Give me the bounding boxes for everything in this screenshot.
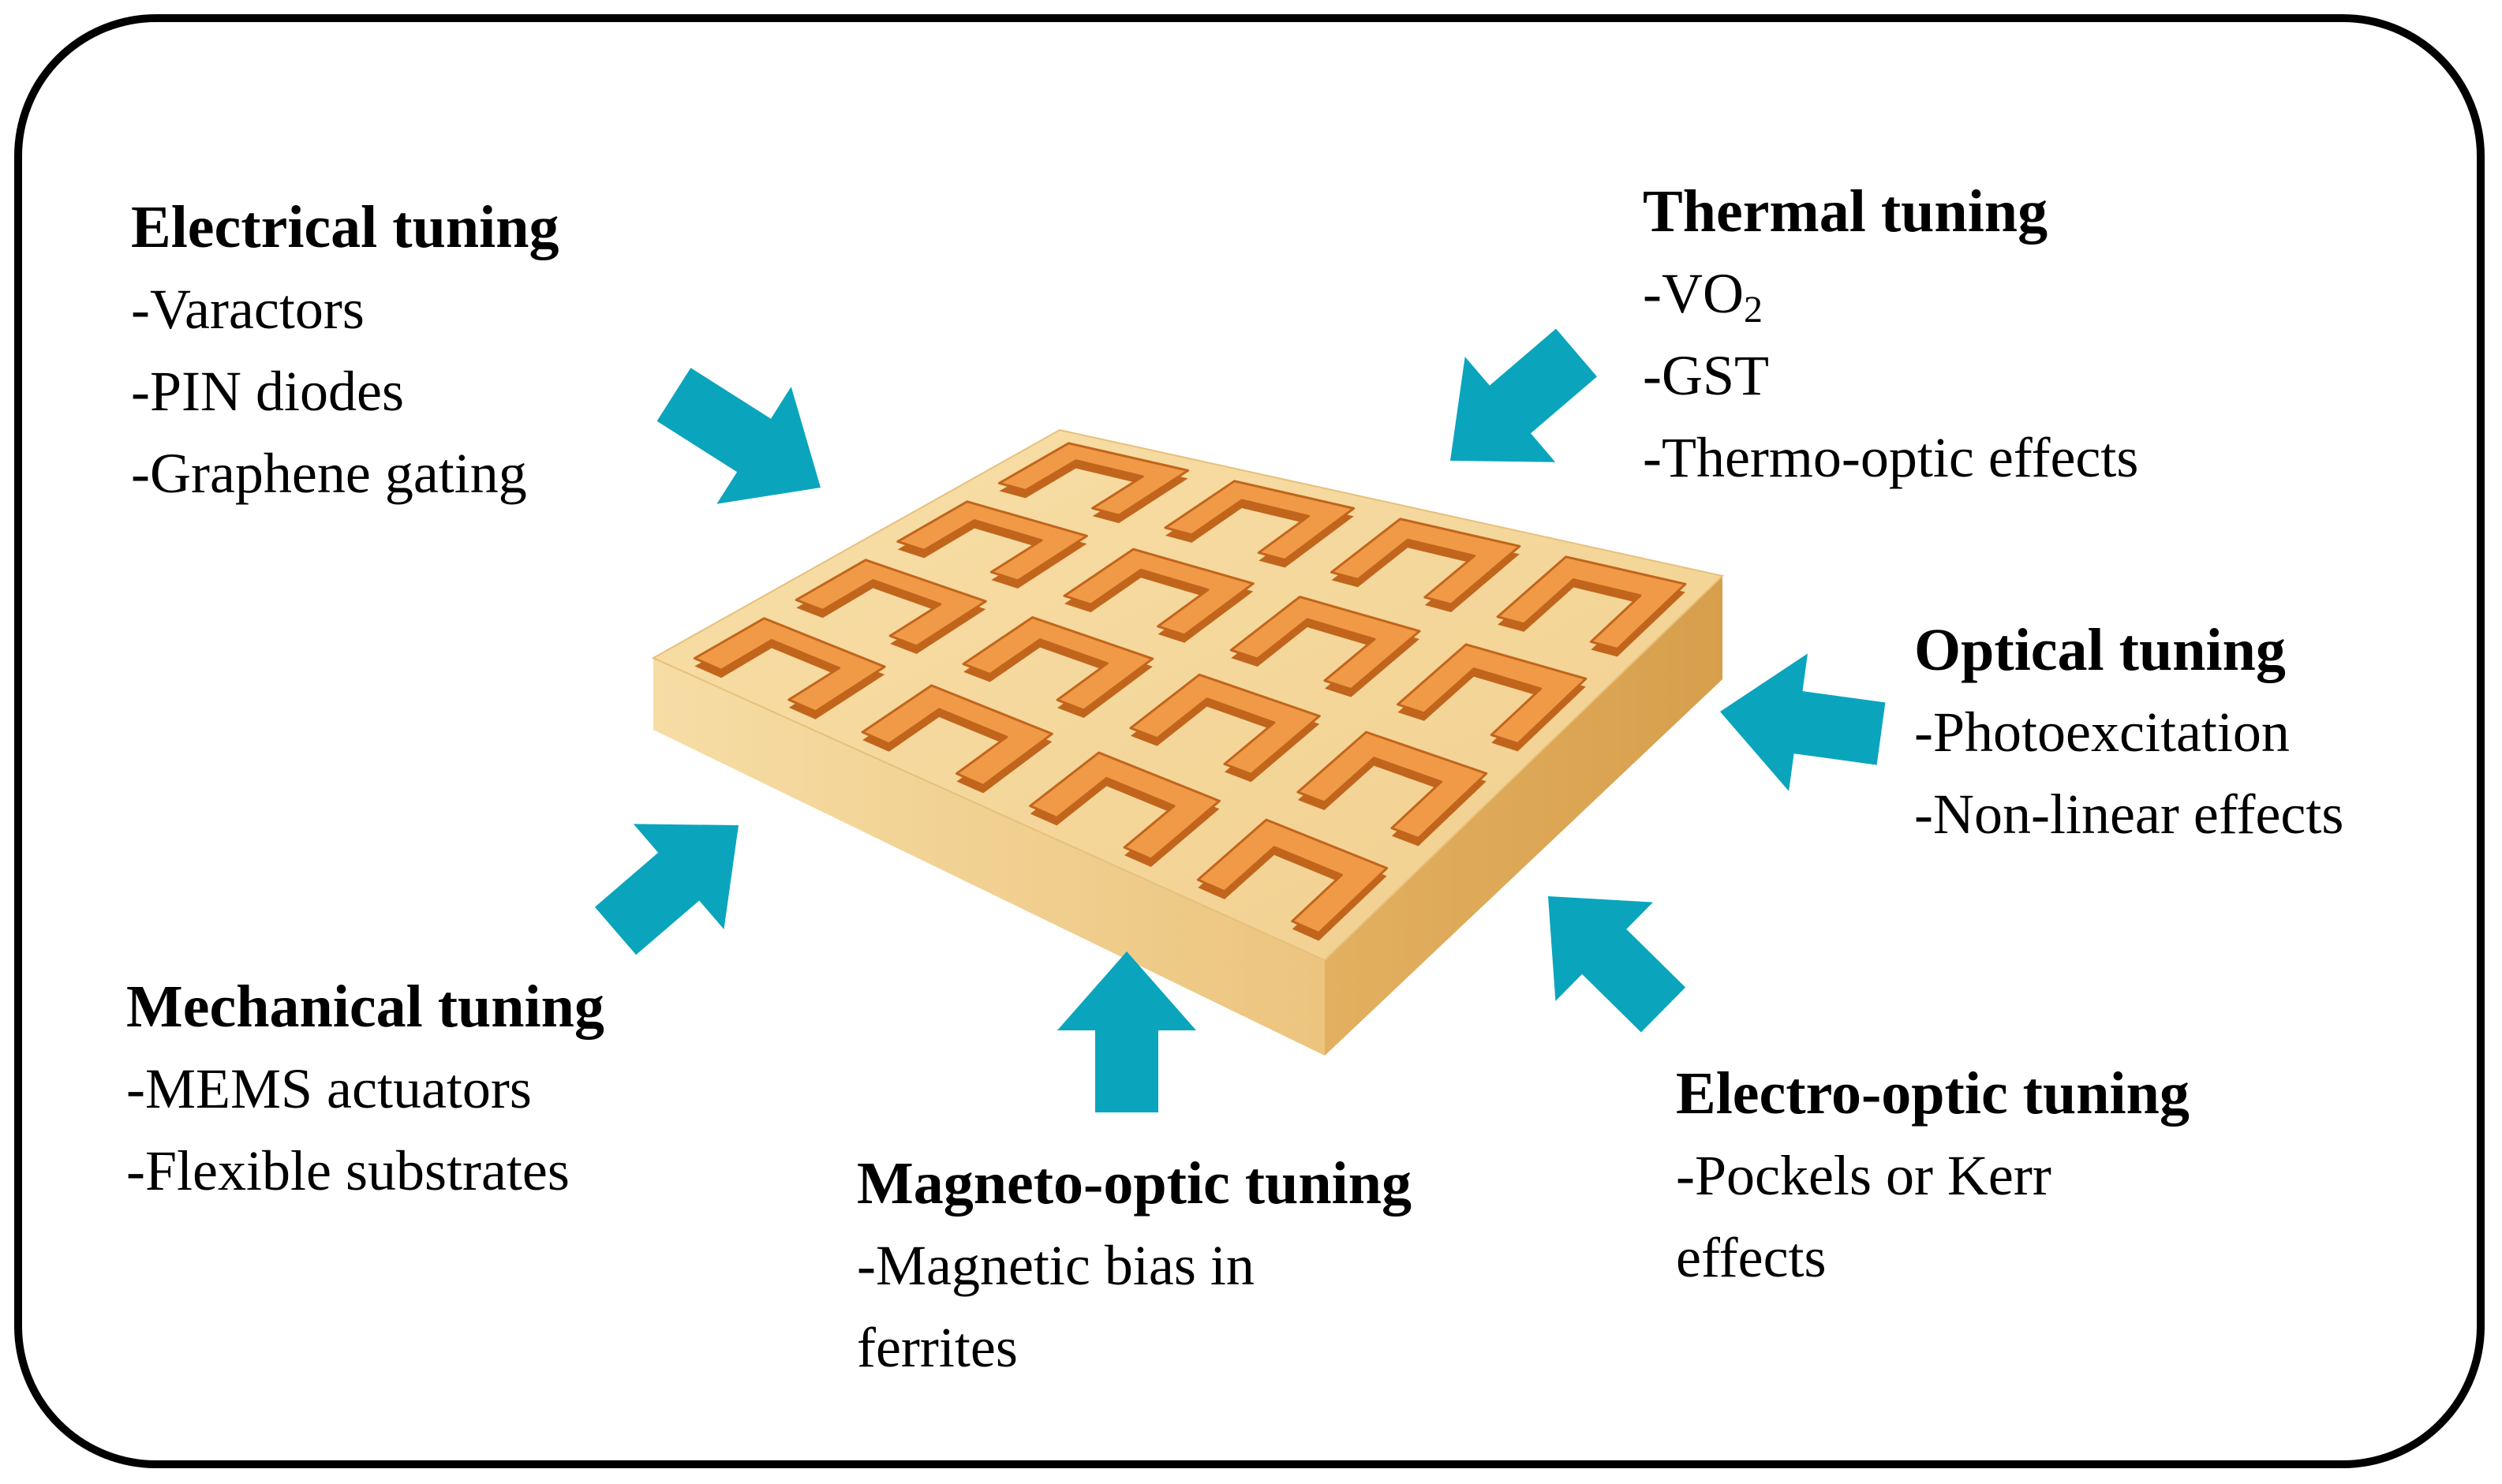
mechanical-tuning-title: Mechanical tuning bbox=[126, 974, 604, 1040]
electro-optic-tuning-title: Electro-optic tuning bbox=[1676, 1060, 2190, 1127]
magneto-optic-tuning-block: Magneto-optic tuning -Magnetic bias in f… bbox=[857, 1142, 1412, 1389]
electro-optic-item-pockels: -Pockels or Kerr bbox=[1676, 1144, 2051, 1207]
tuning-arrows bbox=[594, 328, 1886, 1112]
u-resonator bbox=[1396, 643, 1588, 745]
magneto-optic-tuning-title: Magneto-optic tuning bbox=[857, 1150, 1412, 1217]
u-resonator bbox=[1063, 548, 1255, 637]
thermal-item-gst: -GST bbox=[1643, 344, 1769, 407]
mechanical-item-mems: -MEMS actuators bbox=[126, 1057, 532, 1120]
u-resonator bbox=[1029, 751, 1221, 861]
rounded-frame bbox=[14, 14, 2485, 1468]
magneto-optic-item-bias: -Magnetic bias in bbox=[857, 1234, 1255, 1297]
u-resonator bbox=[795, 559, 987, 648]
thermal-tuning-title: Thermal tuning bbox=[1643, 178, 2048, 245]
magneto-optic-arrow bbox=[1057, 951, 1196, 1112]
u-resonator bbox=[962, 616, 1154, 712]
u-resonator bbox=[997, 442, 1190, 517]
electro-optic-tuning-block: Electro-optic tuning -Pockels or Kerr ef… bbox=[1676, 1052, 2190, 1299]
thermal-item-thermo-optic: -Thermo-optic effects bbox=[1643, 426, 2139, 489]
vo2-text: -VO bbox=[1643, 262, 1744, 325]
mechanical-item-flexible: -Flexible substrates bbox=[126, 1139, 570, 1202]
u-resonator bbox=[693, 617, 886, 713]
u-resonator bbox=[1229, 596, 1421, 691]
vo2-subscript: 2 bbox=[1743, 289, 1763, 331]
magneto-optic-item-ferrites: ferrites bbox=[857, 1316, 1018, 1379]
electrical-arrow bbox=[656, 368, 821, 504]
u-resonator bbox=[1196, 818, 1389, 934]
mechanical-arrow bbox=[594, 824, 739, 955]
electro-optic-arrow bbox=[1548, 896, 1686, 1033]
substrate-front-face bbox=[653, 658, 1325, 1056]
electrical-tuning-block: Electrical tuning -Varactors -PIN diodes… bbox=[131, 186, 559, 514]
substrate-side-face bbox=[1325, 576, 1722, 1056]
mechanical-tuning-block: Mechanical tuning -MEMS actuators -Flexi… bbox=[126, 966, 604, 1212]
optical-arrow bbox=[1720, 653, 1886, 791]
u-resonator bbox=[1296, 731, 1488, 839]
electrical-item-graphene: -Graphene gating bbox=[131, 442, 527, 505]
thermal-item-vo2: -VO2 bbox=[1643, 252, 2138, 335]
thermal-tuning-block: Thermal tuning -VO2 -GST -Thermo-optic e… bbox=[1643, 170, 2138, 499]
electrical-item-varactors: -Varactors bbox=[131, 278, 365, 341]
u-resonator bbox=[1496, 555, 1687, 650]
u-resonator bbox=[861, 684, 1053, 787]
optical-item-photoexcitation: -Photoexcitation bbox=[1914, 701, 2290, 764]
electrical-item-pin-diodes: -PIN diodes bbox=[131, 360, 404, 423]
thermal-arrow bbox=[1450, 328, 1597, 462]
optical-item-nonlinear: -Non-linear effects bbox=[1914, 783, 2344, 846]
optical-tuning-title: Optical tuning bbox=[1914, 617, 2286, 683]
u-resonator bbox=[1129, 673, 1321, 776]
electrical-tuning-title: Electrical tuning bbox=[131, 194, 559, 260]
u-resonator bbox=[1164, 480, 1356, 562]
u-resonator bbox=[896, 500, 1088, 582]
u-resonator bbox=[1330, 518, 1521, 606]
electro-optic-item-effects: effects bbox=[1676, 1226, 1827, 1289]
optical-tuning-block: Optical tuning -Photoexcitation -Non-lin… bbox=[1914, 609, 2343, 855]
resonator-array bbox=[693, 442, 1687, 941]
